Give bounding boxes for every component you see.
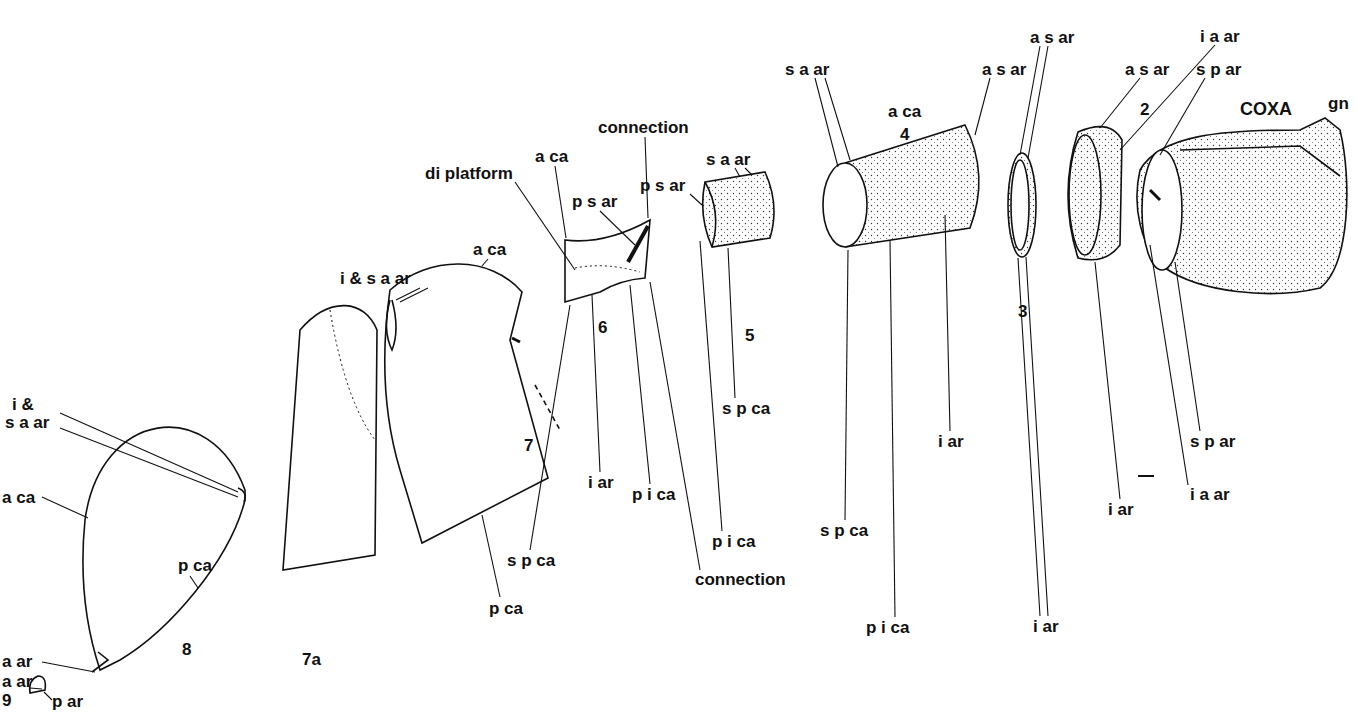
segment-5 [703,172,774,247]
part-label: i ar [588,473,614,492]
part-label: a ca [473,240,506,259]
coxa [1137,118,1347,294]
part-label: s a ar [706,150,750,169]
part-label: a ca [888,102,921,121]
coxa-opening [1142,150,1182,270]
segment-number: 5 [745,326,754,345]
part-name: COXA [1240,100,1292,119]
part-label: s p ca [507,551,555,570]
segment-number: 4 [900,125,909,144]
segment-outlines [30,118,1347,693]
part-label: i ar [1033,617,1059,636]
part-label: a ar [2,652,32,671]
leader-lines [30,45,1215,700]
part-label: s p ar [1190,432,1235,451]
part-label: i a ar [1200,27,1240,46]
part-label: connection [598,118,689,137]
coxa-facet [1180,146,1340,176]
part-label: p i ca [712,532,755,551]
segment-number: 6 [598,318,607,337]
part-label: p i ca [632,485,675,504]
part-label: p s ar [640,176,685,195]
segment-number: 9 [2,691,11,710]
segment-5-opening [705,182,716,247]
part-label: a s ar [1030,28,1074,47]
segment-2 [1068,127,1122,260]
segment-8-notch [92,652,108,672]
part-label: s p ca [820,521,868,540]
segment-2-opening [1069,135,1101,255]
part-label: connection [695,570,786,589]
part-label: p ca [178,556,212,575]
segment-3-inner [1011,160,1029,250]
part-label: p ar [52,692,83,711]
part-label: a s ar [1125,60,1169,79]
part-label: s p ar [1196,60,1241,79]
segment-number: 7a [302,650,321,669]
part-label: gn [1328,94,1349,113]
part-label: i & [12,395,34,414]
segment-4-opening [823,163,867,247]
part-label: di platform [425,164,513,183]
part-label: p s ar [572,192,617,211]
part-label: a ca [535,147,568,166]
segment-7-condyle [386,300,396,350]
part-label: i a ar [1190,485,1230,504]
part-label: p i ca [866,618,909,637]
part-label: a ca [2,488,35,507]
segment-6-rod [628,226,648,262]
part-label: i ar [1108,500,1134,519]
segment-7a-inner [330,310,375,440]
segment-number: 2 [1140,100,1149,119]
coxa-condyle [1150,190,1160,200]
segment-8-condyle [238,488,245,502]
part-label: i ar [938,432,964,451]
segment-number: 3 [1018,302,1027,321]
part-label: i & s a ar [340,269,411,288]
scale-bar [1138,475,1154,477]
segment-7 [385,264,548,543]
segment-7a [283,306,377,570]
segment-number: 8 [182,640,191,659]
segment-number: 7 [524,436,533,455]
part-label: s a ar [785,60,829,79]
part-label: a s ar [982,60,1026,79]
part-label: p ca [489,599,523,618]
part-label: s a ar [5,413,49,432]
part-label: a ar [2,672,32,691]
segment-8 [83,427,245,670]
segment-3 [1008,153,1036,257]
segment-6-platform [575,266,640,272]
part-label: s p ca [722,399,770,418]
segment-7-articulation [512,338,520,342]
segment-6 [565,220,650,302]
